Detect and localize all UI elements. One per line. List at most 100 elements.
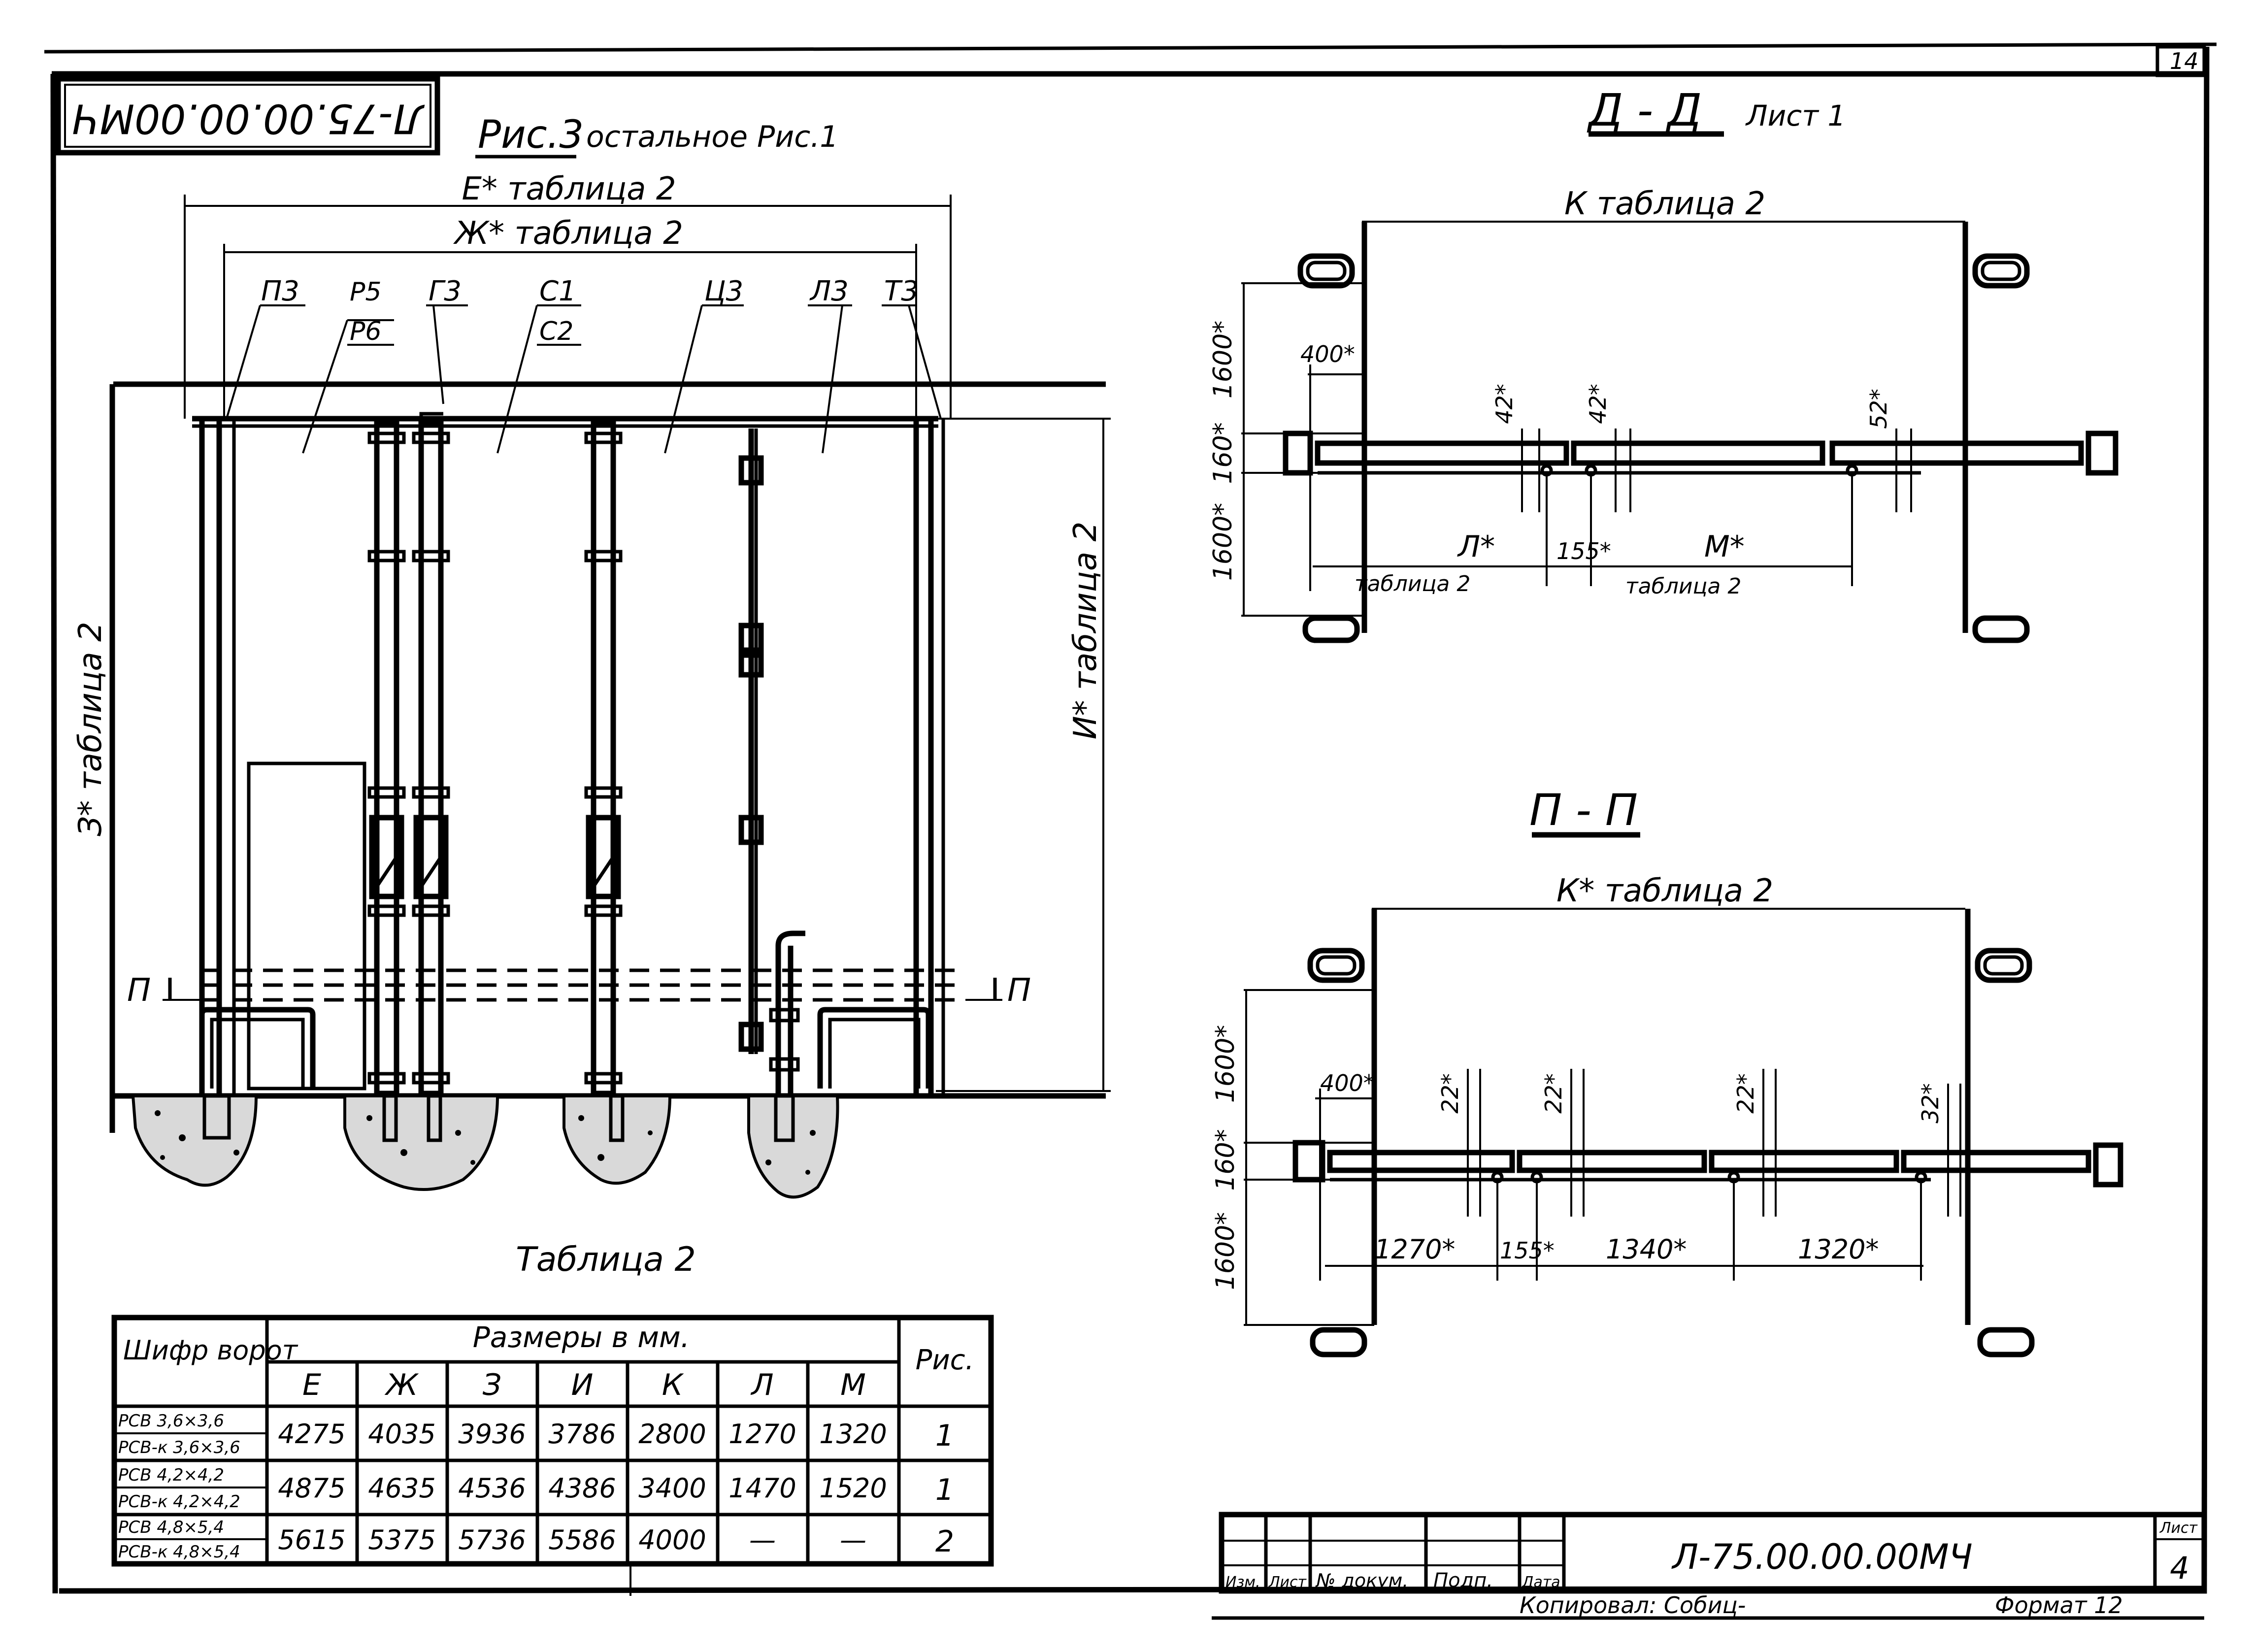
label-l3: Л3 [809,275,849,307]
stamp-top-text: Л-75.00.00.00МЧ [72,95,425,142]
table-row-2-m: 1520 [819,1473,887,1504]
table-row-1-k: 2800 [638,1419,706,1450]
table-row-2-i: 4386 [548,1473,616,1504]
label-p3: П3 [261,275,299,307]
label-t3: Т3 [884,275,919,307]
pp-dim-400: 400* [1320,1070,1375,1096]
col-k: К [662,1368,684,1402]
figure-3: Рис.3 остальное Рис.1 Е* таблица 2 Ж* та… [72,113,1111,1199]
pp-dim-1340: 1340* [1606,1234,1687,1265]
col-e: Е [302,1368,321,1402]
col-zh: Ж [384,1368,419,1402]
dd-dim-1600-bottom: 1600* [1208,503,1238,581]
pp-dim-22-a: 22* [1437,1073,1463,1114]
wicket-door [247,761,366,1090]
header-code: Шифр ворот [123,1335,298,1366]
label-c1: С1 [539,275,576,307]
section-mark-left: П [127,972,151,1009]
tb-col-doc: № докум. [1315,1570,1408,1591]
table-row-1-m: 1320 [819,1419,887,1450]
col-i: И [571,1368,594,1402]
table-row-3-m: — [840,1524,866,1555]
tb-sheet-label: Лист [2159,1520,2198,1537]
pp-dim-160: 160* [1211,1129,1240,1190]
table-row-1-e: 4275 [278,1419,345,1450]
section-dd-subtitle: Лист 1 [1745,99,1846,132]
table-2: Таблица 2 Шифр ворот Размеры в мм. Рис. … [111,1240,994,1596]
dim-zh: Ж* таблица 2 [453,215,683,252]
section-pp-title: П - П [1529,785,1638,835]
pp-dim-1600-top: 1600* [1211,1025,1240,1103]
dd-table-ref-l: таблица 2 [1355,571,1470,596]
table-row-1-code-a: РСВ 3,6×3,6 [118,1411,224,1431]
table-row-2-k: 3400 [638,1473,706,1504]
label-r6: Р6 [350,317,381,346]
label-r5: Р5 [350,277,381,307]
dd-dim-160: 160* [1208,422,1238,484]
tb-format: Формат 12 [1995,1592,2123,1619]
table-row-1-zh: 4035 [368,1419,435,1450]
col-z: З [483,1368,501,1402]
table-row-3-code-b: РСВ-к 4,8×5,4 [118,1542,240,1562]
dd-dim-42-a: 42* [1491,384,1518,424]
header-fig: Рис. [916,1344,974,1376]
foundations [131,1094,839,1199]
dd-dim-k: К таблица 2 [1564,186,1765,222]
table-row-2-code-b: РСВ-к 4,2×4,2 [118,1492,240,1512]
pp-dim-1320: 1320* [1798,1234,1879,1265]
pp-dim-k: К* таблица 2 [1556,873,1773,909]
figure-subtitle: остальное Рис.1 [586,120,838,154]
stamp-top: Л-75.00.00.00МЧ [55,76,440,156]
dd-dim-42-b: 42* [1585,384,1611,424]
pp-dim-1600-bottom: 1600* [1211,1212,1240,1290]
tb-copied: Копировал: Собиц- [1520,1592,1746,1619]
part-labels: П3 Р5 Р6 Г3 С1 С2 Ц3 Л3 Т3 [226,275,942,454]
pp-dim-32: 32* [1917,1083,1944,1123]
dd-dim-l: Л* [1457,529,1495,564]
table-row-2-z: 4536 [458,1473,526,1504]
tb-col-izm: Изм. [1225,1574,1260,1591]
table-row-1-l: 1270 [728,1419,796,1450]
sheet-frame [44,42,2217,1594]
table-row-3-i: 5586 [548,1524,616,1555]
tb-col-date: Дата [1521,1574,1560,1591]
pp-dim-1270: 1270* [1374,1234,1455,1265]
table-row-1-i: 3786 [548,1419,616,1450]
dd-dim-400: 400* [1300,341,1355,367]
table-row-3-k: 4000 [638,1524,706,1555]
pp-dim-155: 155* [1500,1237,1555,1264]
sheet-number: 14 [2170,48,2199,74]
table-row-2-l: 1470 [728,1473,796,1504]
table-row-2-e: 4875 [278,1473,345,1504]
header-group: Размеры в мм. [473,1321,690,1354]
dd-dim-1600-top: 1600* [1208,321,1238,398]
section-dd: Д - Д Лист 1 К таблица 2 1600* 160* 1600… [1208,85,2119,643]
table-row-3-code-a: РСВ 4,8×5,4 [118,1518,224,1537]
table-row-1-code-b: РСВ-к 3,6×3,6 [118,1438,240,1457]
col-l: Л [750,1368,773,1402]
table-row-3-l: — [749,1524,776,1555]
dim-e: Е* таблица 2 [462,171,676,207]
table-row-3-fig: 2 [935,1524,954,1559]
table-row-3-zh: 5375 [368,1524,435,1555]
tb-sheet-value: 4 [2170,1550,2189,1586]
dd-dim-m: М* [1704,529,1745,564]
tb-col-sign: Подп. [1433,1569,1493,1592]
dim-i: И* таблица 2 [1067,522,1104,740]
section-pp: П - П К* таблица 2 1600* 160* 1600* 400* [1211,785,2123,1357]
section-dd-title: Д - Д [1587,85,1702,136]
pp-dim-22-c: 22* [1732,1073,1759,1114]
dd-table-ref-m: таблица 2 [1625,574,1741,599]
table-row-2-zh: 4635 [368,1473,435,1504]
table-row-2-code-a: РСВ 4,2×4,2 [118,1465,224,1485]
label-c2: С2 [539,317,573,346]
section-mark-right: П [1007,972,1031,1009]
dd-dim-155: 155* [1556,538,1611,564]
tb-col-list: Лист [1268,1574,1307,1591]
tb-designation: Л-75.00.00.00МЧ [1671,1537,1972,1577]
label-c3: Ц3 [704,275,743,307]
table-row-2-fig: 1 [935,1473,954,1507]
table-title: Таблица 2 [516,1240,696,1279]
table-row-3-z: 5736 [458,1524,526,1555]
